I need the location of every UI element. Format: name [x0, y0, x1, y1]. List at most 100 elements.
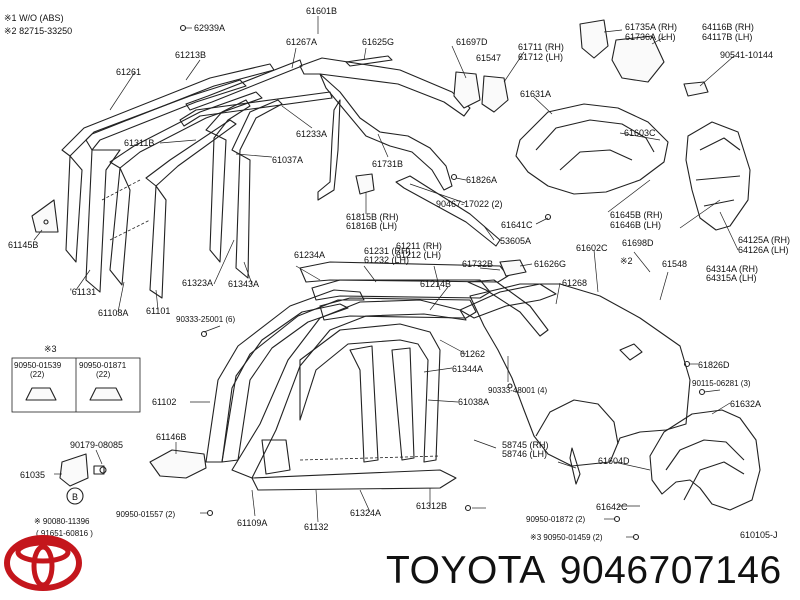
callout-61211: 61211 (RH) [396, 241, 442, 251]
callout-62939A: 62939A [194, 23, 225, 33]
callout-61232: 61232 (LH) [364, 255, 409, 265]
callout-61311B: 61311B [124, 138, 154, 148]
callout-90950-01557: 90950-01557 (2) [116, 510, 175, 519]
callout-61323A: 61323A [182, 278, 213, 288]
wheel-housing-outer [649, 409, 761, 511]
callout-90080: ※ 90080-11396 [34, 517, 90, 526]
callout-61626G: 61626G [534, 259, 566, 269]
callout-61548: 61548 [662, 259, 687, 269]
callout-61109A: 61109A [237, 518, 267, 528]
callout-64126A: 64126A (LH) [738, 245, 789, 255]
callout-61038A: 61038A [458, 397, 489, 407]
callout-61214B: 61214B [420, 279, 451, 289]
callout-61231: 61231 (RH) [364, 246, 411, 256]
mark-2: ※2 [620, 256, 633, 266]
callout-labels: 62939A 61601B 61267A 61625G 61697D 61547… [8, 6, 790, 542]
note-2-mark: ※2 [4, 26, 17, 36]
callout-61603C: 61603C [624, 128, 656, 138]
callout-61642C: 61642C [596, 502, 628, 512]
callout-61601B: 61601B [306, 6, 337, 16]
callout-61037A: 61037A [272, 155, 303, 165]
gusset-part [31, 199, 59, 233]
body-side-outer-panel [205, 283, 557, 491]
callout-61815B: 61815B (RH) [346, 212, 399, 222]
legend-col1-part: 90950-01539 [14, 361, 62, 370]
callout-61035: 61035 [20, 470, 45, 480]
callout-61736A: 61736A (LH) [625, 32, 676, 42]
callout-61145B: 61145B [8, 240, 38, 250]
toyota-logo-icon [4, 535, 82, 591]
callout-58745: 58745 (RH) [502, 440, 549, 450]
note-1-mark: ※1 [4, 13, 17, 23]
callout-61343A: 61343A [228, 279, 259, 289]
callout-64117B: 64117B (LH) [702, 32, 752, 42]
diagram-code: 610105-J [740, 530, 778, 540]
callout-64125A: 64125A (RH) [738, 235, 790, 245]
callout-90333-48001: 90333-48001 (4) [488, 386, 547, 395]
callout-61646B: 61646B (LH) [610, 220, 661, 230]
callout-61816B: 61816B (LH) [346, 221, 397, 231]
package-tray-brace [355, 173, 501, 247]
callout-61267A: 61267A [286, 37, 317, 47]
legend-col2-part: 90950-01871 [79, 361, 127, 370]
callout-61645B: 61645B (RH) [610, 210, 663, 220]
callout-61312B: 61312B [416, 501, 447, 511]
callout-61233A: 61233A [296, 129, 327, 139]
callout-61735A: 61735A (RH) [625, 22, 677, 32]
callout-61732B: 61732B [462, 259, 493, 269]
roof-rail-front-pillar-assembly [61, 59, 333, 299]
callout-61234A: 61234A [294, 250, 325, 260]
legend-mark: ※3 [44, 344, 57, 354]
legend-col1-qty: (22) [30, 370, 45, 379]
note-2-text: 82715-33250 [19, 26, 73, 36]
callout-61712: 61712 (LH) [518, 52, 563, 62]
callout-58746: 58746 (LH) [502, 449, 547, 459]
callout-61213B: 61213B [175, 50, 206, 60]
b-marker: B [66, 487, 84, 505]
quarter-inner-upper [299, 55, 509, 201]
legend-plug-icon-2 [89, 387, 123, 401]
callout-61132: 61132 [304, 522, 328, 532]
callout-61711: 61711 (RH) [518, 42, 564, 52]
side-rail-assembly [299, 259, 549, 337]
callout-61625G: 61625G [362, 37, 394, 47]
callout-61698D: 61698D [622, 238, 654, 248]
hinge-pillar-bracket [59, 453, 105, 487]
quarter-panel-outer [469, 283, 691, 485]
callout-61131: '61131 [70, 287, 96, 297]
note-line-2: ※2 82715-33250 [4, 26, 72, 37]
callout-61697D: 61697D [456, 37, 488, 47]
callout-90333-25001: 90333-25001 (6) [176, 315, 235, 324]
callout-61102: 61102 [152, 397, 176, 407]
pillar-bracket [149, 449, 207, 479]
rear-wheelhouse-inner [515, 19, 709, 195]
callout-61324A: 61324A [350, 508, 381, 518]
callout-64314A: 64314A (RH) [706, 264, 758, 274]
callout-90541: 90541-10144 [720, 50, 773, 60]
note-line-1: ※1 W/O (ABS) [4, 13, 64, 24]
callout-61262: 61262 [460, 349, 485, 359]
callout-61826D: 61826D [698, 360, 730, 370]
legend-col2-qty: (22) [96, 370, 111, 379]
callout-91651: ( 91651-60816 ) [36, 529, 93, 538]
callout-61604D: 61604D [598, 456, 630, 466]
callout-64116B: 64116B (RH) [702, 22, 754, 32]
callout-61268: 61268 [562, 278, 587, 288]
callout-61631A: 61631A [520, 89, 551, 99]
callout-53605A: 53605A [500, 236, 531, 246]
rear-panel-bracket [685, 121, 751, 231]
callout-61261: 61261 [116, 67, 141, 77]
brand-name: TOYOTA [386, 549, 546, 592]
callout-90950-01872: 90950-01872 (2) [526, 515, 585, 524]
callout-61146B: 61146B [156, 432, 186, 442]
callout-61101: 61101 [146, 306, 170, 316]
callout-61108A: 61108A [98, 308, 128, 318]
leader-lines [33, 16, 739, 538]
svg-text:B: B [72, 492, 78, 502]
note-1-text: W/O (ABS) [19, 13, 64, 23]
callout-90115: 90115-06281 (3) [692, 379, 751, 388]
legend-plug-icon-1 [25, 387, 57, 401]
callout-90950-01459: ※3 90950-01459 (2) [530, 533, 603, 542]
